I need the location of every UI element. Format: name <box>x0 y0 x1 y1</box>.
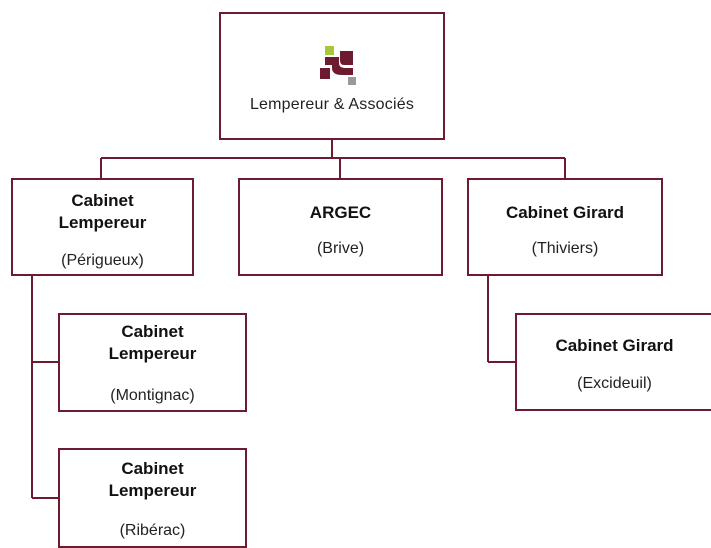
office-location: (Excideuil) <box>577 375 652 392</box>
office-location: (Ribérac) <box>119 522 186 539</box>
office-excideuil: Cabinet Girard (Excideuil) <box>515 313 711 411</box>
office-location: (Périgueux) <box>61 252 144 269</box>
office-thiviers: Cabinet Girard (Thiviers) <box>467 178 663 276</box>
office-name: Cabinet Girard <box>505 203 625 222</box>
office-name-line2: Lempereur <box>108 344 197 363</box>
root-label: Lempereur & Associés <box>249 96 415 113</box>
office-brive: ARGEC (Brive) <box>238 178 443 276</box>
office-name: Cabinet Lempereur <box>13 190 192 234</box>
office-name: Cabinet Girard <box>555 336 674 355</box>
office-name-line2: Lempereur <box>58 213 147 232</box>
lempereur-logo-icon <box>320 46 360 88</box>
office-location: (Thiviers) <box>531 240 599 257</box>
office-montignac: Cabinet Lempereur (Montignac) <box>58 313 247 412</box>
office-perigueux: Cabinet Lempereur (Périgueux) <box>11 178 194 276</box>
office-name-line2: Lempereur <box>108 481 197 500</box>
root-node-lempereur-associes: Lempereur & Associés <box>219 12 445 140</box>
office-name-line1: Cabinet <box>121 322 184 341</box>
office-location: (Montignac) <box>110 387 195 404</box>
office-riberac: Cabinet Lempereur (Ribérac) <box>58 448 247 548</box>
office-name: Cabinet Lempereur <box>60 321 245 365</box>
office-name: Cabinet Lempereur <box>60 458 245 502</box>
office-name-line1: Cabinet <box>121 459 184 478</box>
office-name: ARGEC <box>309 203 372 222</box>
office-location: (Brive) <box>316 240 365 257</box>
office-name-line1: Cabinet <box>71 191 134 210</box>
